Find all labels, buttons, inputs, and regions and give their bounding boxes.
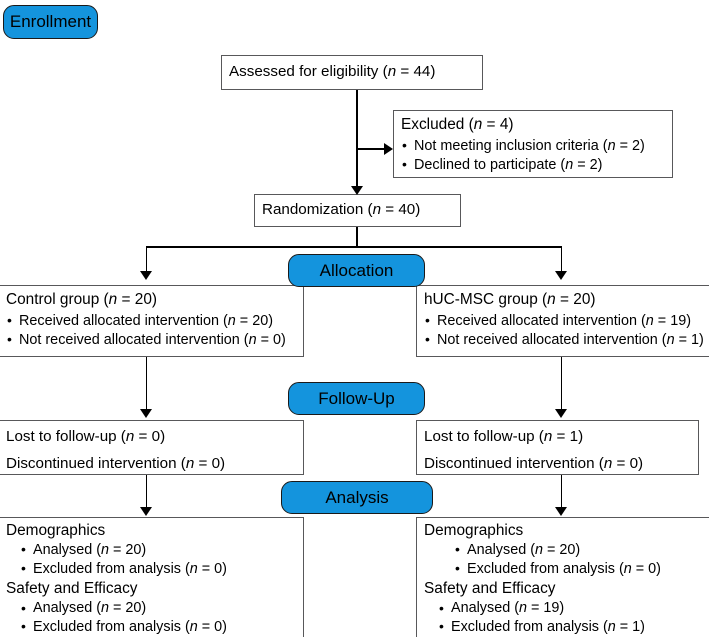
arrow-into-control-analysis — [140, 507, 152, 516]
stage-label-allocation: Allocation — [288, 254, 425, 287]
arrow-into-control-followup — [140, 409, 152, 418]
excluded-list: Not meeting inclusion criteria (n = 2) D… — [401, 136, 666, 175]
stage-label-analysis-text: Analysis — [325, 487, 389, 507]
node-control-followup: Lost to follow-up (n = 0) Discontinued i… — [0, 420, 304, 475]
list-item: Excluded from analysis (n = 0) — [440, 559, 704, 579]
msc-group-header: hUC-MSC group (n = 20) — [424, 291, 596, 308]
control-lost-to-followup: Lost to follow-up (n = 0) — [6, 428, 166, 445]
stage-label-enrollment-text: Enrollment — [9, 12, 92, 31]
stage-label-allocation-text: Allocation — [319, 260, 394, 280]
connector-assessed-to-randomization — [356, 90, 358, 193]
connector-split-bar-allocation — [146, 246, 562, 248]
excluded-header: Excluded (n = 4) — [401, 116, 514, 133]
connector-randomization-stem — [356, 227, 358, 248]
list-item: Excluded from analysis (n = 0) — [6, 617, 297, 637]
control-safety-efficacy-list: Analysed (n = 20) Excluded from analysis… — [6, 599, 297, 636]
arrow-into-msc-analysis — [555, 507, 567, 516]
node-randomization: Randomization (n = 40) — [254, 194, 461, 227]
assessed-text: Assessed for eligibility (n = 44) — [229, 63, 436, 81]
list-item: Analysed (n = 20) — [6, 540, 297, 560]
connector-msc-followup-to-analysis — [560, 475, 563, 510]
msc-discontinued: Discontinued intervention (n = 0) — [424, 454, 644, 472]
control-group-header: Control group (n = 20) — [6, 291, 158, 308]
connector-control-alloc-to-followup — [145, 357, 148, 412]
connector-msc-alloc-to-followup — [560, 357, 563, 412]
node-msc-analysis: Demographics Analysed (n = 20) Excluded … — [416, 517, 709, 637]
randomization-text: Randomization (n = 40) — [262, 201, 421, 219]
connector-split-right-allocation — [560, 246, 563, 277]
msc-lost-to-followup: Lost to follow-up (n = 1) — [424, 428, 584, 445]
node-msc-followup: Lost to follow-up (n = 1) Discontinued i… — [416, 420, 699, 475]
node-assessed-for-eligibility: Assessed for eligibility (n = 44) — [221, 55, 483, 90]
connector-control-followup-to-analysis — [145, 475, 148, 510]
arrow-into-excluded — [384, 142, 393, 155]
stage-label-followup-text: Follow-Up — [318, 388, 395, 408]
list-item: Analysed (n = 20) — [6, 599, 297, 618]
list-item: Received allocated intervention (n = 19) — [424, 311, 704, 331]
control-discontinued: Discontinued intervention (n = 0) — [6, 454, 226, 472]
msc-demographics-header: Demographics — [424, 522, 524, 539]
msc-group-list: Received allocated intervention (n = 19)… — [424, 311, 704, 350]
stage-label-analysis: Analysis — [281, 481, 433, 514]
arrow-into-msc-group — [555, 271, 567, 280]
node-control-analysis: Demographics Analysed (n = 20) Excluded … — [0, 517, 304, 637]
msc-demographics-list: Analysed (n = 20) Excluded from analysis… — [424, 540, 704, 579]
control-group-list: Received allocated intervention (n = 20)… — [6, 311, 297, 350]
node-excluded: Excluded (n = 4) Not meeting inclusion c… — [393, 110, 673, 178]
node-msc-group-allocation: hUC-MSC group (n = 20) Received allocate… — [416, 285, 709, 357]
list-item: Not received allocated intervention (n =… — [424, 330, 704, 350]
control-safety-efficacy-header: Safety and Efficacy — [6, 580, 138, 598]
control-demographics-list: Analysed (n = 20) Excluded from analysis… — [6, 540, 297, 579]
control-demographics-header: Demographics — [6, 522, 106, 539]
arrow-into-control-group — [140, 271, 152, 280]
list-item: Received allocated intervention (n = 20) — [6, 311, 297, 331]
list-item: Excluded from analysis (n = 1) — [424, 617, 704, 637]
list-item: Analysed (n = 20) — [440, 540, 704, 560]
msc-safety-efficacy-list: Analysed (n = 19) Excluded from analysis… — [424, 599, 704, 636]
connector-split-left-allocation — [145, 246, 148, 277]
list-item: Excluded from analysis (n = 0) — [6, 559, 297, 579]
connector-to-excluded — [356, 148, 389, 150]
list-item: Not received allocated intervention (n =… — [6, 330, 297, 350]
list-item: Declined to participate (n = 2) — [401, 155, 666, 175]
msc-safety-efficacy-header: Safety and Efficacy — [424, 580, 556, 598]
node-control-group-allocation: Control group (n = 20) Received allocate… — [0, 285, 304, 357]
list-item: Analysed (n = 19) — [424, 599, 704, 618]
stage-label-followup: Follow-Up — [288, 382, 425, 415]
arrow-into-msc-followup — [555, 409, 567, 418]
stage-label-enrollment: Enrollment — [3, 5, 98, 39]
list-item: Not meeting inclusion criteria (n = 2) — [401, 136, 666, 156]
arrow-into-randomization — [350, 186, 363, 195]
